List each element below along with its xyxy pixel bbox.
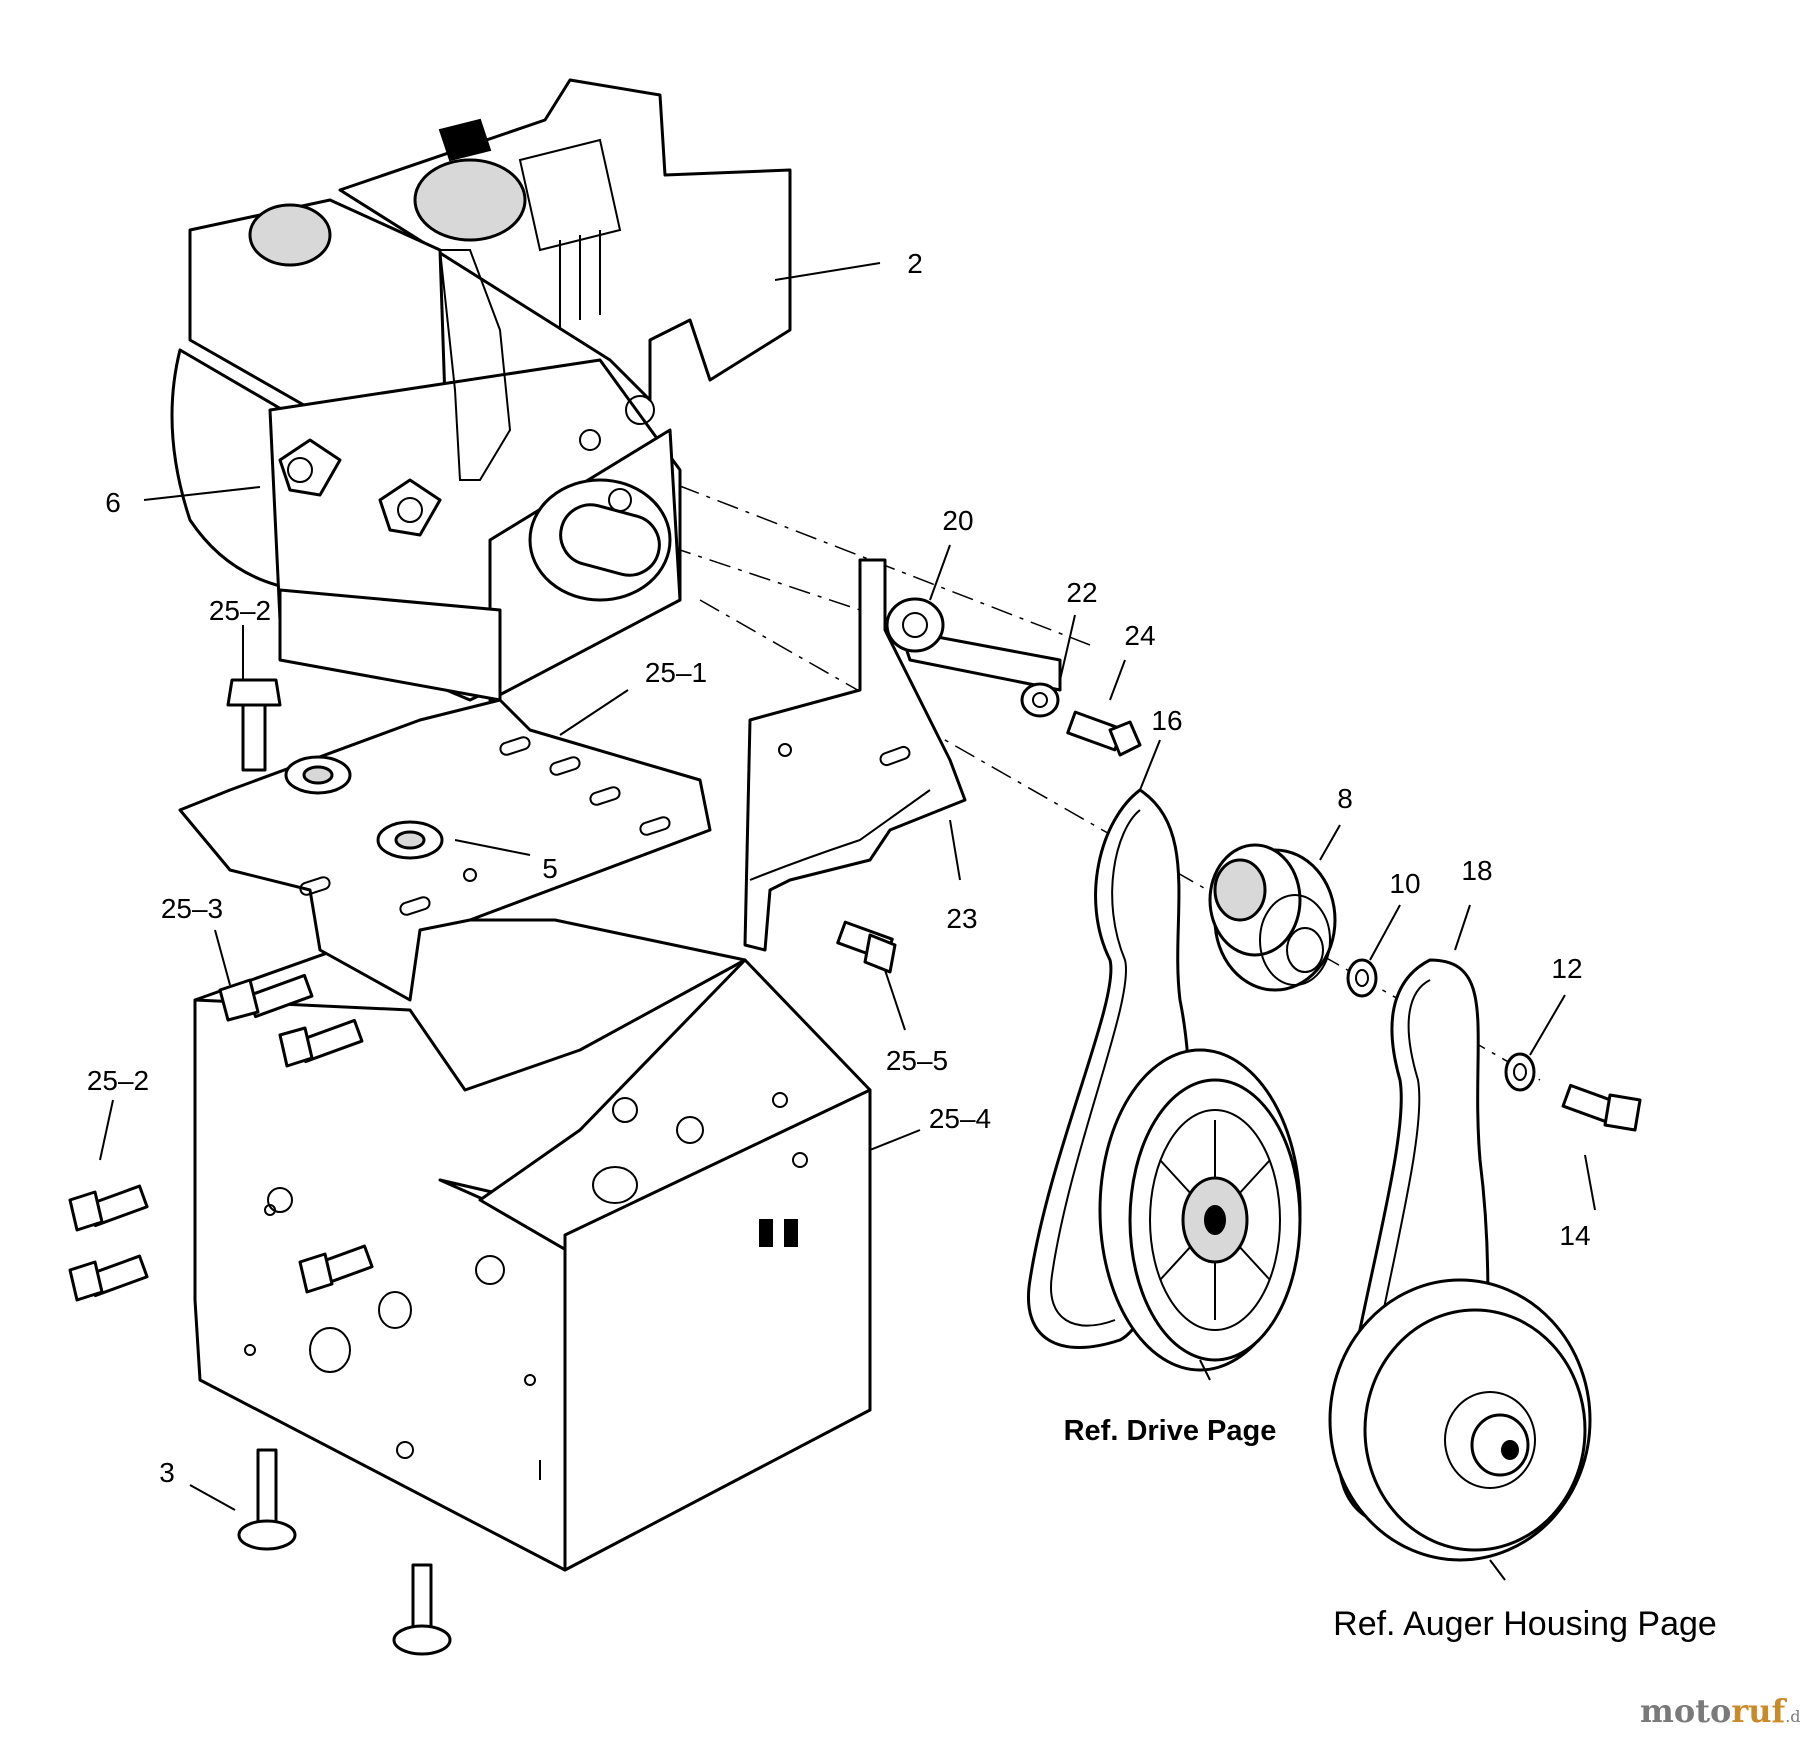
callout-labels: 2 6 20 22 24 16 25–2 25–1 8 10 18 5 25–3… [87,248,1591,1488]
bracket [743,558,967,952]
watermark-suffix: .de [1785,1707,1800,1726]
callout-2: 2 [907,248,923,279]
callout-5: 5 [542,853,558,884]
frame-assembly [193,918,872,1572]
drive-belt-group [1027,788,1302,1372]
callout-6: 6 [105,487,121,518]
callout-18: 18 [1461,855,1492,886]
callout-25-2-lower: 25–2 [87,1065,149,1096]
callout-25-2-upper: 25–2 [209,595,271,626]
callout-25-1: 25–1 [645,657,707,688]
callout-3: 3 [159,1457,175,1488]
auger-belt-group [1328,958,1642,1562]
watermark-part2: ruf [1731,1692,1787,1730]
engine [170,78,792,702]
callout-24: 24 [1124,620,1155,651]
callout-10: 10 [1389,868,1420,899]
leader-lines [99,262,1596,1581]
callout-23: 23 [946,903,977,934]
hardware [68,678,897,1656]
callout-22: 22 [1066,577,1097,608]
motoruf-watermark: motoruf.de [1640,1692,1800,1730]
callout-12: 12 [1551,953,1582,984]
ref-auger-housing-page: Ref. Auger Housing Page [1333,1605,1717,1643]
callout-20: 20 [942,505,973,536]
svg-text:motoruf.de: motoruf.de [1640,1692,1800,1730]
watermark-part1: moto [1640,1692,1731,1730]
callout-14: 14 [1559,1220,1590,1251]
ref-drive-page: Ref. Drive Page [1064,1415,1277,1447]
callout-16: 16 [1151,705,1182,736]
callout-25-4: 25–4 [929,1103,991,1134]
pulley-group [1208,843,1378,998]
idler-arm-group [885,597,1142,757]
callout-25-5: 25–5 [886,1045,948,1076]
callout-25-3: 25–3 [161,893,223,924]
callout-8: 8 [1337,783,1353,814]
